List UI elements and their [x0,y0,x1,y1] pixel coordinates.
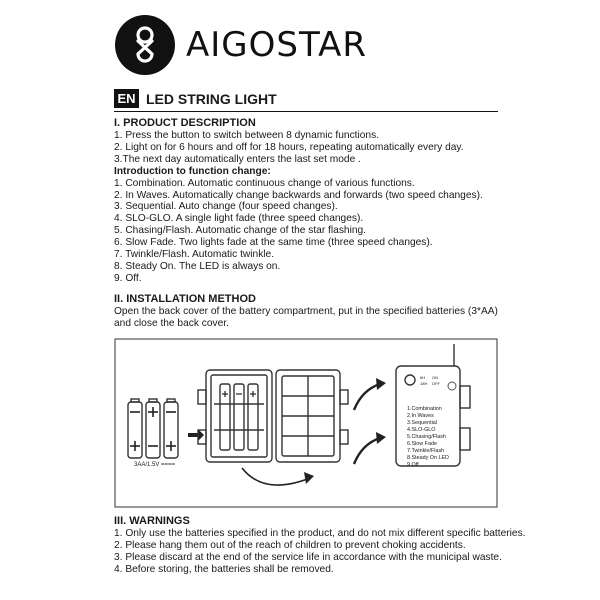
battery-group-icon [127,398,179,459]
brand-header: AIGOSTAR [114,14,367,76]
mode-list: 1.Combination 2.In Waves 3.Sequential 4.… [407,406,449,468]
battery-spec-label: 3AA/1.5V ==== [134,462,176,468]
warnings-section: III. WARNINGS 1. Only use the batteries … [114,515,526,576]
warning-item: 2. Please hang them out of the reach of … [114,539,466,551]
section-heading: II. INSTALLATION METHOD [114,293,256,305]
warning-item: 4. Before storing, the batteries shall b… [114,563,334,575]
aigostar-logo-icon [115,15,175,75]
timer-label: 6H [420,375,425,380]
mode-item: 5.Chasing/Flash [407,434,446,440]
mode-item: 7.Twinkle/Flash [407,448,444,454]
function-item: 1. Combination. Automatic continuous cha… [114,177,415,189]
mode-item: 3.Sequential [407,420,437,426]
title-divider [114,111,498,112]
function-item: 2. In Waves. Automatically change backwa… [114,189,483,201]
closing-arrows-icon [352,382,381,465]
timer-label: 18H [420,381,427,386]
function-item: 7. Twinkle/Flash. Automatic twinkle. [114,249,275,261]
section-heading: III. WARNINGS [114,515,190,527]
installation-section: II. INSTALLATION METHOD Open the back co… [114,293,504,330]
product-description-section: I. PRODUCT DESCRIPTION 1. Press the butt… [114,117,504,285]
battery-cover-icon [275,369,349,463]
document-title: LED STRING LIGHT [146,90,277,107]
warning-item: 1. Only use the batteries specified in t… [114,528,526,539]
power-button-icon [404,374,416,386]
installation-diagram: 3AA/1.5V ==== [114,338,498,508]
battery-box-closed-icon [395,344,471,467]
section-heading: I. PRODUCT DESCRIPTION [114,117,256,129]
function-item: 9. Off. [114,272,142,284]
brand-name: AIGOSTAR [186,25,367,65]
installation-illustration: 3AA/1.5V ==== [114,338,498,508]
title-row: EN LED STRING LIGHT [114,89,277,108]
installation-line: and close the back cover. [114,317,229,329]
mode-item: 6.Slow Fade [407,441,437,447]
function-item: 8. Steady On. The LED is always on. [114,260,281,272]
function-item: 3. Sequential. Auto change (four speed c… [114,201,338,213]
function-item: 5. Chasing/Flash. Automatic change of th… [114,225,367,237]
description-line: 1. Press the button to switch between 8 … [114,130,380,141]
function-item: 4. SLO-GLO. A single light fade (three s… [114,213,364,225]
timer-label: OFF [432,381,441,386]
mode-item: 9.Off [407,462,419,468]
timer-label: ON [432,375,438,380]
description-line: 3.The next day automatically enters the … [114,153,361,165]
arrow-right-icon [188,429,204,441]
battery-box-open-icon [197,369,273,463]
mode-item: 1.Combination [407,406,442,412]
subsection-heading: Introduction to function change: [114,165,271,177]
mode-item: 8.Steady On LED [407,455,449,461]
mode-item: 4.SLO-GLO [407,427,435,433]
language-badge: EN [114,89,139,108]
curved-arrow-icon [241,467,311,486]
installation-line: Open the back cover of the battery compa… [114,306,498,317]
function-item: 6. Slow Fade. Two lights fade at the sam… [114,237,433,249]
warning-item: 3. Please discard at the end of the serv… [114,551,502,563]
mode-item: 2.In Waves [407,413,434,419]
description-line: 2. Light on for 6 hours and off for 18 h… [114,141,464,153]
timer-led-icon [447,381,457,391]
